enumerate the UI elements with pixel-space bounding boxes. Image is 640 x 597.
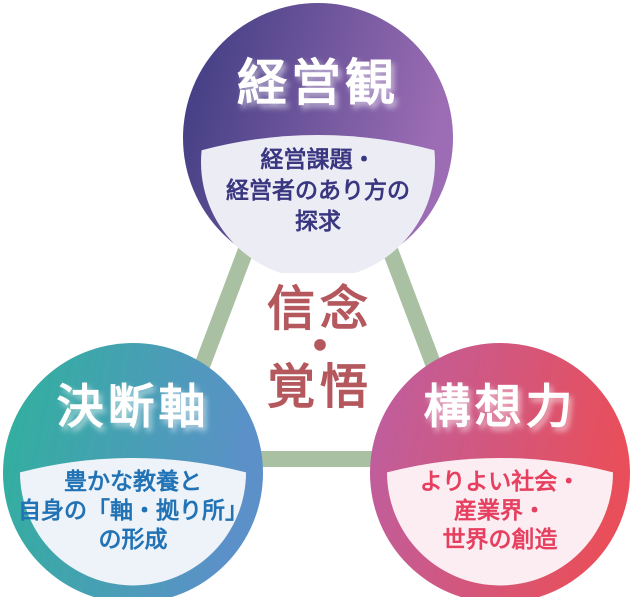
decision-axis-description-line: の形成 <box>98 527 168 553</box>
circle-decision-axis: 決断軸 豊かな教養と 自身の「軸・拠り所」 の形成 <box>3 343 263 597</box>
vision-circle-graphic <box>370 343 630 597</box>
decision-axis-description-line: 自身の「軸・拠り所」 <box>18 498 248 524</box>
decision-axis-description: 豊かな教養と 自身の「軸・拠り所」 の形成 <box>3 468 263 555</box>
core-concept-label: 信念 ・ 覚悟 <box>0 284 640 413</box>
vision-description-line: よりよい社会・ <box>419 469 581 495</box>
management-view-description: 経営課題・ 経営者のあり方の 探求 <box>183 145 453 238</box>
vision-description: よりよい社会・ 産業界・ 世界の創造 <box>370 468 630 555</box>
core-concept-separator-dot: ・ <box>295 319 344 376</box>
decision-axis-circle-graphic <box>3 343 263 597</box>
circle-management-view: 経営観 経営課題・ 経営者のあり方の 探求 <box>183 3 453 273</box>
vision-description-line: 世界の創造 <box>442 527 558 553</box>
vision-title: 構想力 <box>423 380 577 435</box>
decision-axis-title: 決断軸 <box>56 380 210 435</box>
management-view-description-line: 経営者のあり方の <box>226 178 410 204</box>
core-concept-line: 覚悟 <box>266 359 373 416</box>
decision-axis-description-line: 豊かな教養と <box>64 469 202 495</box>
vision-panel <box>387 457 613 586</box>
circle-vision: 構想力 よりよい社会・ 産業界・ 世界の創造 <box>370 343 630 597</box>
decision-axis-panel <box>19 457 246 586</box>
core-concept-line: 信念 <box>266 281 373 337</box>
management-view-circle-graphic <box>183 3 453 273</box>
management-view-description-line: 経営課題・ <box>260 147 376 173</box>
management-view-panel <box>201 134 435 273</box>
vision-description-line: 産業界・ <box>454 498 546 524</box>
management-view-description-line: 探求 <box>295 209 341 235</box>
management-view-title: 経営観 <box>237 54 399 112</box>
